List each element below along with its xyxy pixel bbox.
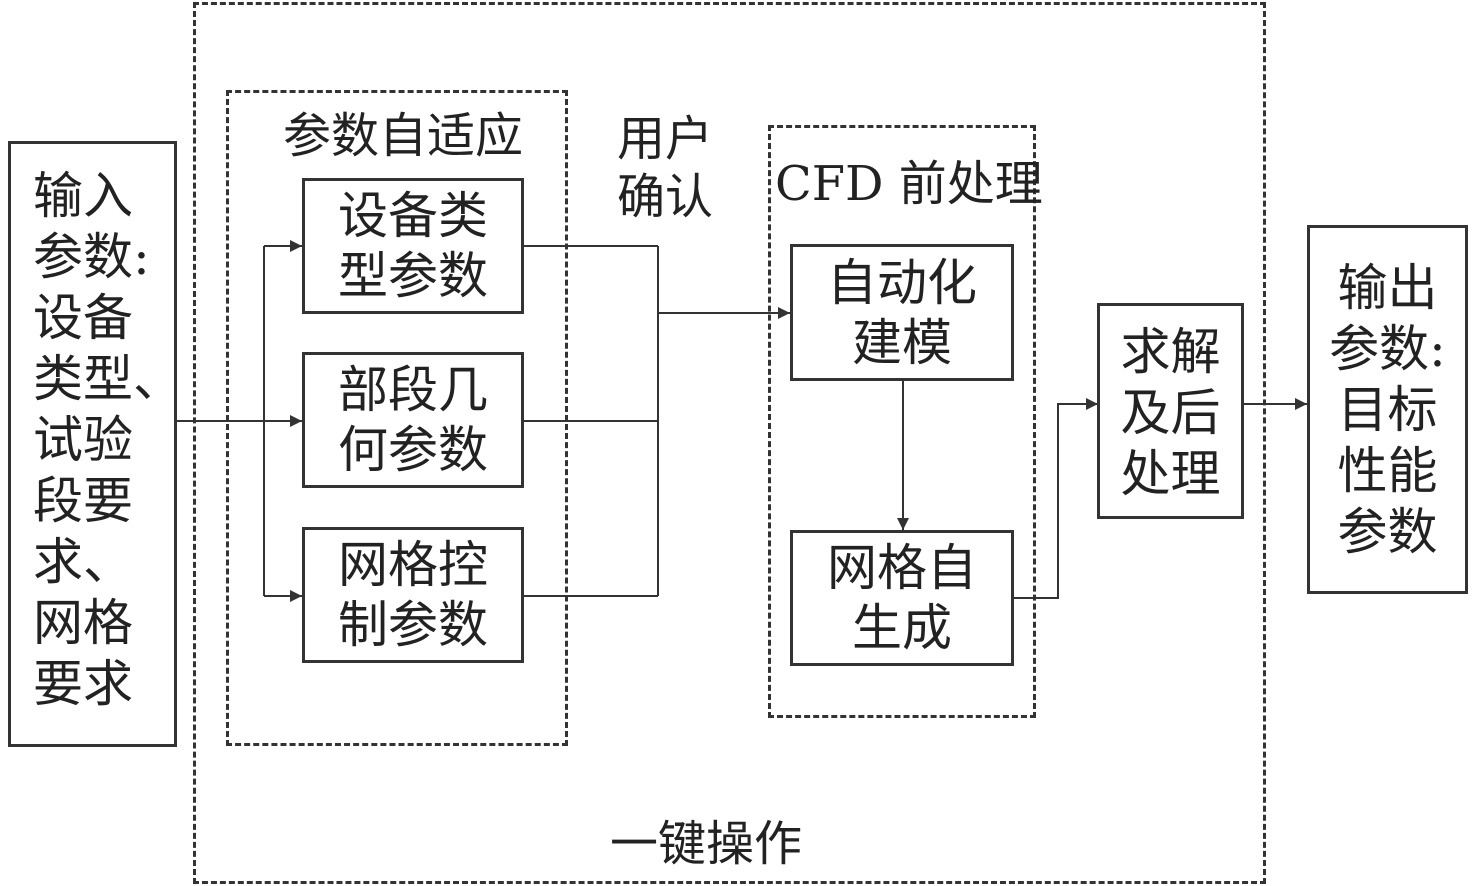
user-confirm-label: 用户 确认 [617,111,714,225]
auto-modeling-box: 自动化 建模 [790,244,1014,381]
output-line: 性能 [1337,442,1438,500]
arrow-to-solve [1013,398,1098,599]
mesh-control-params-box: 网格控 制参数 [302,527,524,663]
input-line: 设备 [33,289,133,347]
output-line: 目标 [1337,381,1438,439]
mesh-auto-gen-box: 网格自 生成 [790,530,1014,666]
input-params-box: 输入 参数: 设备 类型、 试验 段要 求、 网格 要求 [8,141,183,747]
one-click-frame [193,2,1266,884]
solve-line: 及后 [1120,384,1221,442]
solve-postprocess-box: 求解 及后 处理 [1097,303,1244,519]
input-line: 试验 [33,411,133,469]
one-click-label: 一键操作 [610,816,803,872]
input-line: 段要 [33,472,133,530]
solve-line: 求解 [1120,323,1221,381]
input-line: 网格 [33,594,133,652]
section-geometry-params-box: 部段几 何参数 [302,352,524,488]
input-line: 类型、 [33,350,183,408]
output-line: 参数 [1337,503,1438,561]
input-line: 要求 [33,655,133,713]
input-line: 输入 [33,167,133,225]
output-params-box: 输出 参数: 目标 性能 参数 [1307,225,1468,594]
cfd-group-frame [768,125,1036,718]
output-line: 参数: [1329,320,1446,378]
output-line: 输出 [1337,259,1438,317]
device-type-params-box: 设备类 型参数 [302,178,524,314]
cfd-group-title: CFD 前处理 [775,156,1043,212]
adaptive-group-title: 参数自适应 [283,108,524,164]
input-line: 求、 [33,533,133,591]
adaptive-group-frame [226,90,568,746]
input-line: 参数: [33,228,150,286]
solve-line: 处理 [1120,445,1221,503]
